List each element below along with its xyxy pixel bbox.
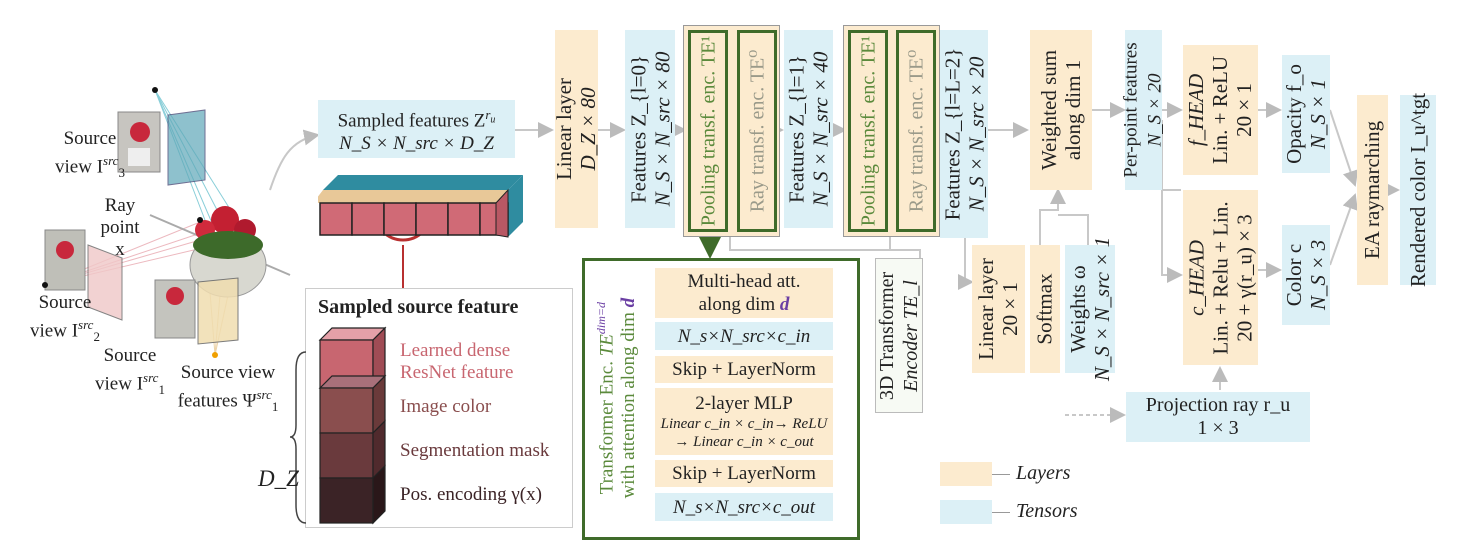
feature-item-image-color: Image color — [400, 396, 492, 417]
skip-layernorm-2: Skip + LayerNorm — [655, 460, 833, 487]
legend-tensors-line — [992, 512, 1010, 513]
sampled-source-feature-title: Sampled source feature — [318, 296, 519, 318]
scene-illustration — [42, 87, 291, 358]
feature-block-grid — [318, 175, 523, 238]
ray-transf-enc-1: Ray transf. enc. TE⁰ — [737, 30, 777, 232]
two-layer-mlp: 2-layer MLP Linear c_in × c_in→ ReLU → L… — [655, 388, 833, 455]
transformer-detail-side-label: Transformer Enc. TEdim=d with attention … — [593, 297, 640, 499]
tensor-out: N_s×N_src×c_out — [655, 493, 833, 521]
source-view-3-features — [167, 109, 206, 186]
feature-item-segmentation: Segmentation mask — [400, 440, 550, 461]
source-view-2-image — [44, 229, 86, 291]
pooling-transf-enc-1: Pooling transf. enc. TE¹ — [688, 30, 728, 232]
label-source-view-features: Source view features Ψsrc1 — [177, 362, 279, 415]
sampled-features-shape: N_S × N_src × D_Z — [339, 133, 494, 155]
source-view-1-image — [154, 279, 196, 339]
rendered-color: Rendered color I_u^tgt — [1400, 93, 1436, 287]
legend-layers-swatch — [940, 462, 992, 486]
label-source-view-2: Source view Isrc2 — [30, 292, 100, 345]
sampled-features-tensor: Sampled features Zru N_S × N_src × D_Z — [318, 100, 515, 158]
features-z-l1: Features Z_{l=1}N_S × N_src × 40 — [784, 30, 833, 228]
feature-item-resnet: Learned dense ResNet feature — [400, 340, 514, 383]
source-view-1-features — [197, 277, 239, 345]
label-source-view-1: Source view Isrc1 — [95, 345, 165, 398]
features-z-l0: Features Z_{l=0}N_S × N_src × 80 — [625, 30, 675, 228]
legend-layers-line — [992, 474, 1010, 475]
legend-tensors-label: Tensors — [1016, 500, 1078, 522]
tensor-in: N_s×N_src×c_in — [655, 322, 833, 350]
feature-stack — [318, 326, 387, 525]
ray-transf-enc-2: Ray transf. enc. TE⁰ — [896, 30, 936, 232]
source-view-2-features — [87, 244, 123, 321]
label-ray-point: Ray point x — [100, 195, 140, 260]
dz-label: D_Z — [258, 466, 299, 491]
feature-item-pos-encoding: Pos. encoding γ(x) — [400, 484, 542, 505]
skip-layernorm-1: Skip + LayerNorm — [655, 356, 833, 383]
softmax: Softmax — [1030, 245, 1060, 373]
legend-tensors-swatch — [940, 500, 992, 524]
ea-raymarching: EA raymarching — [1357, 95, 1388, 285]
label-source-view-3: Source view Isrc3 — [55, 128, 125, 181]
pooling-transf-enc-2: Pooling transf. enc. TE¹ — [848, 30, 888, 232]
legend-layers-label: Layers — [1016, 462, 1071, 484]
multi-head-attention: Multi-head att. along dim d — [655, 268, 833, 318]
features-z-l2: Features Z_{l=L=2}N_S × N_src × 20 — [940, 30, 988, 238]
dz-brace — [290, 351, 307, 524]
